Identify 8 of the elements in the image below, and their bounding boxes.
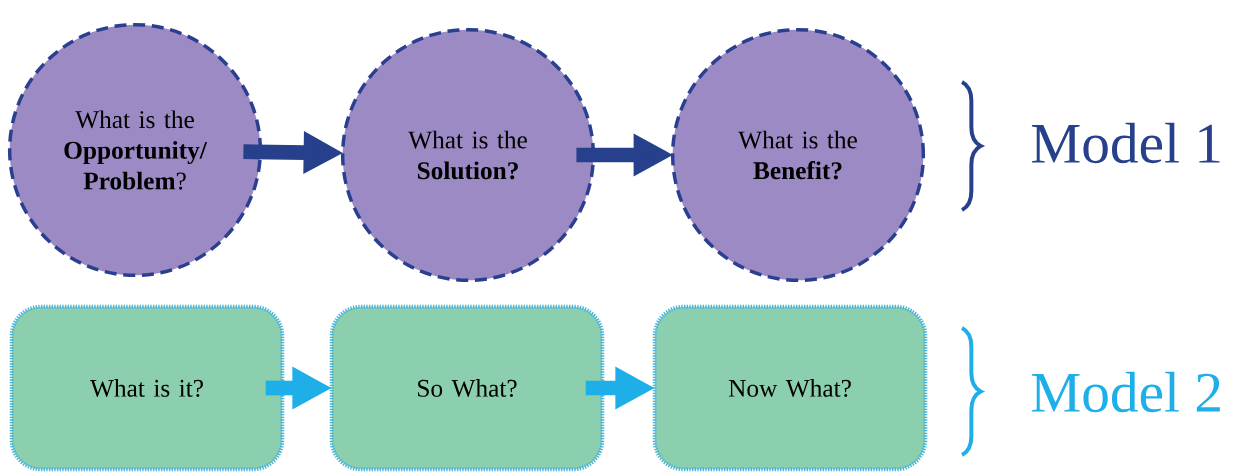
process-box: So What? bbox=[329, 304, 605, 472]
circle-node: What is the Solution? bbox=[340, 27, 596, 283]
process-box: What is it? bbox=[9, 304, 285, 472]
model-label: Model 1 bbox=[1031, 122, 1220, 164]
circle-node: What is the Opportunity/ Problem? bbox=[7, 22, 263, 278]
circle-node: What is the Benefit? bbox=[670, 27, 926, 283]
model-label: Model 2 bbox=[1031, 371, 1220, 413]
process-box: Now What? bbox=[652, 304, 928, 472]
